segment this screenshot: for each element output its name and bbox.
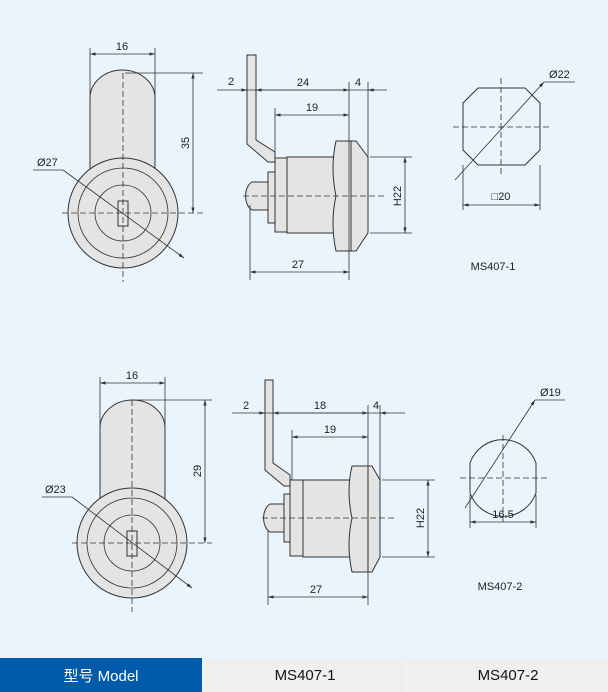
model-ms407-1: MS407-1 [204, 658, 406, 692]
model-header: 型号 Model [0, 658, 202, 692]
dim-diameter: Ø27 [37, 157, 58, 169]
front-view-ms407-2: 16 29 Ø23 [42, 370, 212, 612]
dim-cam-thickness: 2 [243, 400, 249, 412]
cam [264, 379, 291, 487]
top-view-ms407-2: Ø19 16.5 MS407-2 [460, 387, 565, 593]
dim-diameter: Ø23 [45, 484, 66, 496]
dim-height: 29 [192, 465, 204, 477]
key-slot [126, 530, 138, 557]
dim-nut: 4 [355, 77, 361, 89]
dim-width: 16 [116, 41, 128, 53]
technical-drawing: 16 35 Ø27 2 24 4 19 27 H22 [33, 41, 575, 612]
dim-flat: □20 [492, 191, 511, 203]
dim-nut: 4 [373, 400, 379, 412]
dim-body: 19 [324, 424, 336, 436]
dim-overall: 27 [310, 584, 322, 596]
side-view-ms407-2: 2 18 4 19 27 H22 [232, 379, 435, 605]
dim-width: 16 [126, 370, 138, 382]
caption-ms407-2: MS407-2 [478, 581, 523, 593]
dim-height: 35 [180, 137, 192, 149]
model-table: 型号 Model MS407-1 MS407-2 [0, 658, 608, 692]
caption-ms407-1: MS407-1 [471, 261, 516, 273]
side-view-ms407-1: 2 24 4 19 27 H22 [217, 54, 412, 280]
top-view-ms407-1: Ø22 □20 MS407-1 [453, 69, 575, 273]
dim-cam-offset: 18 [314, 400, 326, 412]
dim-thread: H22 [415, 508, 427, 528]
dim-thread: H22 [392, 186, 404, 206]
dim-overall: 27 [292, 259, 304, 271]
dim-cam-thickness: 2 [228, 76, 234, 88]
nut [348, 465, 369, 573]
dim-diameter: Ø22 [549, 69, 570, 81]
front-view-ms407-1: 16 35 Ø27 [33, 41, 203, 282]
dim-body: 19 [306, 102, 318, 114]
dim-flat: 16.5 [492, 509, 513, 521]
dim-cam-offset: 24 [297, 77, 309, 89]
model-ms407-2: MS407-2 [408, 658, 608, 692]
cam [246, 54, 276, 163]
dim-diameter: Ø19 [540, 387, 561, 399]
